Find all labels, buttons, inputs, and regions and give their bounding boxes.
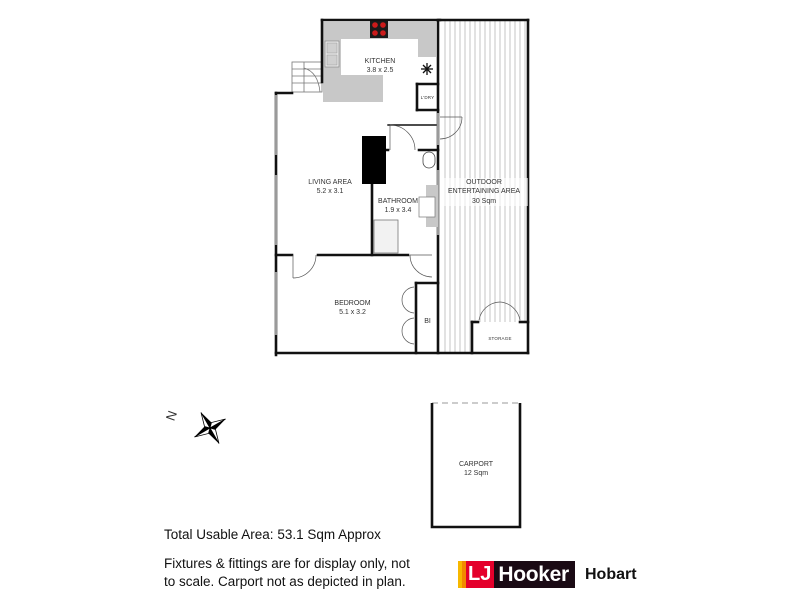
room-bathroom: BATHROOM 1.9 x 3.4 — [372, 197, 424, 216]
kitchen-sink — [324, 40, 340, 68]
room-outdoor: OUTDOOR ENTERTAINING AREA 30 Sqm — [440, 178, 528, 207]
room-carport-name: CARPORT — [458, 461, 494, 468]
logo-stripe-orange — [462, 561, 466, 588]
feature-wall-block — [362, 136, 386, 184]
total-area-text: Total Usable Area: 53.1 Sqm Approx — [164, 527, 381, 542]
toilet-icon — [422, 151, 436, 169]
carport-outline — [430, 402, 522, 529]
bathroom-fixtures — [373, 151, 438, 254]
room-bathroom-size: 1.9 x 3.4 — [384, 207, 412, 215]
room-kitchen-size: 3.8 x 2.5 — [366, 67, 394, 75]
stairs-icon — [291, 61, 323, 93]
room-outdoor-size: 30 Sqm — [471, 197, 497, 205]
room-kitchen-name: KITCHEN — [364, 58, 396, 65]
logo-hooker: Hooker — [498, 562, 569, 586]
compass-icon — [194, 412, 226, 444]
room-storage-name: STORAGE — [488, 336, 512, 341]
room-living: LIVING AREA 5.2 x 3.1 — [295, 178, 365, 197]
room-carport-size: 12 Sqm — [463, 470, 489, 478]
disclaimer-line-2: to scale. Carport not as depicted in pla… — [164, 574, 406, 589]
disclaimer-text: Fixtures & fittings are for display only… — [164, 555, 464, 591]
room-laundry-name: L'DRY — [420, 95, 435, 100]
room-laundry: L'DRY — [417, 95, 438, 101]
room-bedroom: BEDROOM 5.1 x 3.2 — [320, 299, 385, 318]
shower-icon — [373, 219, 399, 254]
room-outdoor-name-1: OUTDOOR — [466, 179, 502, 186]
room-built-in-name: BI — [424, 318, 431, 325]
cooktop — [370, 20, 388, 38]
lj-hooker-logo: LJ Hooker — [458, 561, 575, 588]
room-bedroom-size: 5.1 x 3.2 — [339, 309, 366, 317]
doors — [292, 116, 521, 345]
room-kitchen: KITCHEN 3.8 x 2.5 — [350, 57, 410, 76]
room-carport: CARPORT 12 Sqm — [445, 460, 507, 479]
disclaimer-line-1: Fixtures & fittings are for display only… — [164, 556, 410, 571]
room-bedroom-name: BEDROOM — [334, 300, 371, 307]
windows — [274, 95, 440, 335]
basin-icon — [418, 196, 436, 218]
logo-body: LJ Hooker — [466, 561, 575, 588]
room-living-name: LIVING AREA — [308, 179, 352, 186]
logo-stripe-yellow — [458, 561, 462, 588]
room-living-size: 5.2 x 3.1 — [316, 188, 344, 196]
logo-lj: LJ — [466, 561, 495, 588]
room-storage: STORAGE — [474, 336, 526, 342]
room-bathroom-name: BATHROOM — [378, 198, 418, 205]
fridge-icon — [418, 57, 436, 82]
room-built-in: BI — [417, 317, 438, 326]
office-name: Hobart — [585, 566, 637, 583]
room-outdoor-name-2: ENTERTAINING AREA — [447, 188, 521, 196]
